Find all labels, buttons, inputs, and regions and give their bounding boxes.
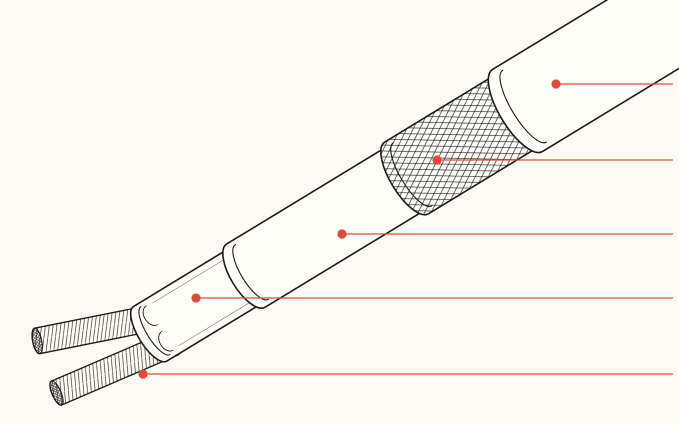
core-wire-bump-upper xyxy=(142,305,159,326)
core-jacket-cut-face xyxy=(138,306,171,356)
core-wire-bump-lower xyxy=(158,331,174,352)
callout-dot-inner-jacket xyxy=(337,229,347,239)
braid-outline xyxy=(380,64,556,216)
inner-jacket-body xyxy=(222,136,442,309)
outer-jacket-body xyxy=(487,0,679,154)
callout-dot-core-jacket xyxy=(191,293,201,303)
outer-jacket-cut-face xyxy=(499,69,547,144)
bus-wire-upper-end-face xyxy=(31,327,43,355)
braid-cut-face xyxy=(390,142,433,207)
inner-jacket-cut-face xyxy=(232,244,270,301)
callout-dot-bus-wire xyxy=(138,369,148,379)
cable-assembly xyxy=(31,0,679,406)
bus-wire-lower-end-face xyxy=(49,380,64,406)
callout-layer xyxy=(138,79,673,379)
callout-dot-braid-shield xyxy=(432,155,442,165)
callout-dot-outer-jacket xyxy=(551,79,561,89)
inner-jacket xyxy=(222,136,442,309)
outer-jacket xyxy=(487,0,679,154)
